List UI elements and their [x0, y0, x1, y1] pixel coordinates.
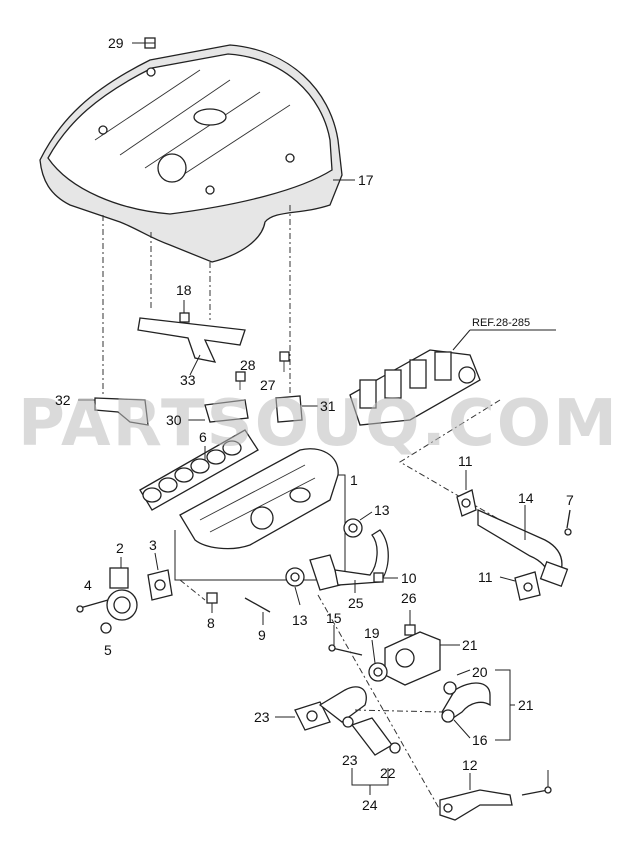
callout-22: 24	[362, 797, 378, 813]
bolt-7	[564, 509, 572, 536]
callout-6: 6	[199, 429, 207, 445]
hose-22	[342, 716, 401, 795]
egr-valve-19	[384, 631, 460, 686]
callout-32: 32	[55, 392, 71, 408]
callout-28: 28	[240, 357, 256, 373]
callout-25: 25	[348, 595, 364, 611]
bolt-9	[244, 597, 271, 625]
pipe-16	[275, 686, 367, 731]
nut-26	[404, 610, 416, 636]
callout-2: 2	[116, 540, 124, 556]
callout-10: 10	[401, 570, 417, 586]
callout-5: 5	[104, 642, 112, 658]
bolt-15	[328, 625, 363, 656]
egr-tube-25	[309, 529, 389, 593]
callout-27: 27	[260, 377, 276, 393]
ref-manifold	[349, 329, 556, 426]
callout-13-c: 19	[364, 625, 380, 641]
gasket-13-c	[368, 639, 388, 682]
callout-24: 12	[462, 757, 478, 773]
throttle-body-2	[106, 557, 138, 621]
callout-1: 1	[350, 472, 358, 488]
callout-13-b: 13	[292, 612, 308, 628]
callout-23-a: 23	[342, 752, 358, 768]
callout-13-a: 13	[374, 502, 390, 518]
bolt-28	[279, 351, 290, 372]
bracket-33	[137, 317, 246, 376]
bolt-27	[235, 371, 246, 390]
callout-11-b: 11	[478, 569, 493, 585]
bracket-32	[78, 397, 149, 426]
callout-8: 8	[207, 615, 215, 631]
callout-14: 14	[518, 490, 534, 506]
gasket-6	[139, 429, 259, 511]
callout-20: 21	[518, 697, 534, 713]
callout-17: 17	[358, 172, 374, 188]
bolt-18	[179, 300, 190, 323]
callout-18: 18	[176, 282, 192, 298]
callout-11-a: 11	[458, 453, 473, 469]
cover-nut-29	[132, 37, 156, 49]
gasket-11-b	[499, 571, 541, 601]
gasket-3	[147, 552, 173, 601]
engine-cover	[39, 44, 343, 263]
nut-8	[206, 592, 218, 613]
callout-4: 4	[84, 577, 92, 593]
callout-3: 3	[149, 537, 157, 553]
callout-29: 29	[108, 35, 124, 51]
intake-manifold-1	[174, 448, 346, 581]
callout-26: 26	[401, 590, 417, 606]
callout-7: 7	[566, 492, 574, 508]
bracket-30	[188, 399, 249, 423]
reference-label: REF.28-285	[472, 317, 530, 329]
bolt-10	[373, 572, 398, 583]
callout-15: 15	[326, 610, 342, 626]
hose-20	[441, 669, 515, 741]
gasket-11-a	[456, 470, 477, 517]
callout-21-b: 16	[472, 732, 488, 748]
callout-23-b: 22	[380, 765, 396, 781]
gasket-13-a	[343, 511, 373, 538]
watermark: PARTSOUQ.COM	[18, 387, 619, 461]
callout-33: 33	[180, 372, 196, 388]
callout-19: 21	[462, 637, 478, 653]
callout-16: 23	[254, 709, 270, 725]
pipe-24	[439, 773, 513, 821]
bolt-4	[76, 599, 109, 613]
callout-9: 9	[258, 627, 266, 643]
callout-30: 30	[166, 412, 182, 428]
callout-31: 31	[320, 398, 336, 414]
callout-21-a: 20	[472, 664, 488, 680]
bracket-31	[275, 395, 318, 423]
egr-pipe-14	[477, 505, 569, 588]
nut-5	[100, 622, 112, 634]
bolt-12	[521, 770, 552, 796]
gasket-13-b	[285, 567, 305, 606]
